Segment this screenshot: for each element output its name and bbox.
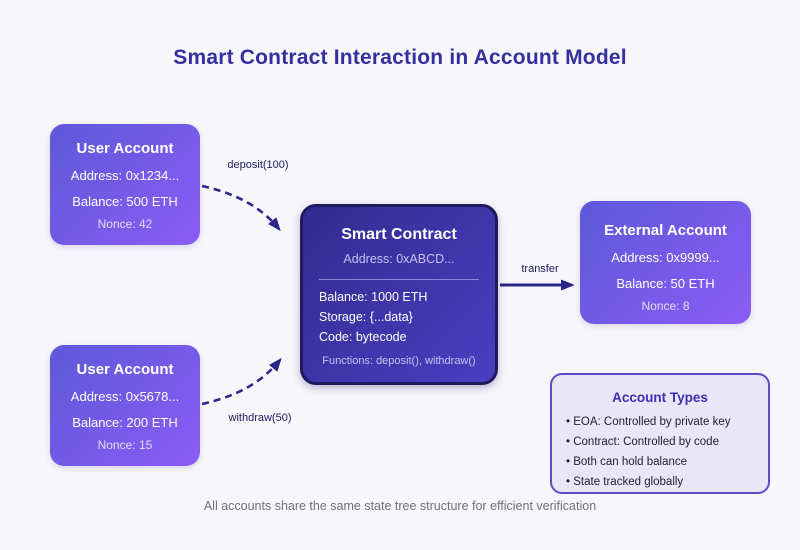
external-account-node: External Account Address: 0x9999... Bala…	[580, 201, 751, 324]
user-account-2-address: Address: 0x5678...	[70, 389, 180, 404]
external-account-title: External Account	[604, 222, 727, 239]
deposit-arrow	[201, 184, 281, 232]
smart-contract-storage: Storage: {...data}	[319, 310, 413, 324]
external-account-balance: Balance: 50 ETH	[616, 276, 715, 291]
legend-item: State tracked globally	[566, 475, 758, 489]
user-account-1-balance: Balance: 500 ETH	[72, 194, 178, 209]
smart-contract-functions: Functions: deposit(), withdraw()	[322, 355, 476, 367]
smart-contract-address: Address: 0xABCD...	[343, 252, 455, 266]
smart-contract-divider	[319, 279, 479, 280]
user-account-2-node: User Account Address: 0x5678... Balance:…	[50, 345, 200, 466]
smart-contract-code: Code: bytecode	[319, 330, 407, 344]
legend-title: Account Types	[612, 390, 708, 405]
transfer-edge-label: transfer	[521, 263, 559, 275]
user-account-1-address: Address: 0x1234...	[70, 168, 180, 183]
legend-item: Both can hold balance	[566, 455, 758, 469]
deposit-edge-label: deposit(100)	[227, 159, 289, 171]
user-account-1-node: User Account Address: 0x1234... Balance:…	[50, 124, 200, 245]
user-account-1-nonce: Nonce: 42	[97, 217, 153, 231]
diagram-title: Smart Contract Interaction in Account Mo…	[173, 46, 627, 69]
diagram-caption: All accounts share the same state tree s…	[203, 499, 597, 513]
withdraw-arrow	[201, 357, 282, 406]
legend-item: Contract: Controlled by code	[566, 435, 758, 449]
legend-list: EOA: Controlled by private key Contract:…	[552, 415, 768, 489]
external-account-address: Address: 0x9999...	[611, 250, 720, 265]
user-account-2-nonce: Nonce: 15	[97, 438, 153, 452]
legend-item: EOA: Controlled by private key	[566, 415, 758, 429]
user-account-2-title: User Account	[76, 361, 174, 378]
withdraw-edge-label: withdraw(50)	[228, 412, 292, 424]
account-types-legend: Account Types EOA: Controlled by private…	[550, 373, 770, 494]
user-account-2-balance: Balance: 200 ETH	[72, 415, 178, 430]
smart-contract-balance: Balance: 1000 ETH	[319, 290, 428, 304]
external-account-nonce: Nonce: 8	[641, 299, 690, 313]
smart-contract-title: Smart Contract	[341, 226, 457, 243]
user-account-1-title: User Account	[76, 140, 174, 157]
smart-contract-node: Smart Contract Address: 0xABCD... Balanc…	[300, 204, 498, 385]
